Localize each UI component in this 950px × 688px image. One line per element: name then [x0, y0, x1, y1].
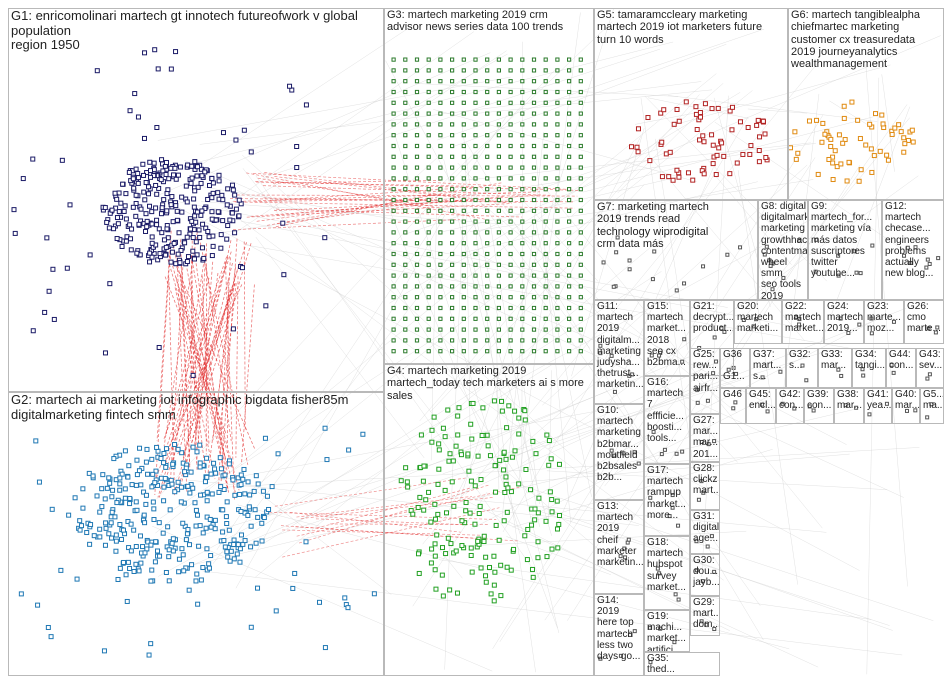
group-box-g24: G24: martech 2019... [824, 300, 864, 344]
group-label: G1: enricomolinari martech gt innotech f… [11, 9, 383, 53]
group-box-g22: G22: martech market... [782, 300, 824, 344]
group-label: G20: martech marketi... [737, 301, 781, 335]
group-box-g14: G14: 2019 here top martech less two days… [594, 594, 644, 676]
group-box-g36: G36 G1... [720, 348, 750, 388]
group-label: G40: mar... [895, 389, 919, 411]
group-label: G7: marketing martech 2019 trends read t… [597, 201, 757, 250]
group-label: G38: mar... [837, 389, 863, 411]
group-label: G43: sev... [919, 349, 943, 371]
group-label: G19: machi... market... artifici... [647, 611, 689, 652]
group-label: G3: martech marketing 2019 crm advisor n… [387, 9, 593, 34]
group-box-g18: G18: martech hubspot survey market... [644, 536, 690, 610]
group-box-g5b: G5... ma... [920, 388, 944, 424]
group-box-g37: G37: mart... s... [750, 348, 786, 388]
group-label: G31: digital age... [693, 511, 719, 545]
group-box-g11: G11: martech 2019 digitalm... marketing … [594, 300, 644, 404]
group-box-g12: G12: martech checase... engineers proble… [882, 200, 944, 300]
group-label: G5... ma... [923, 389, 943, 411]
group-label: G35: thed... [647, 653, 719, 675]
group-label: G44: con... [889, 349, 915, 371]
group-box-g38: G38: mar... [834, 388, 864, 424]
group-label: G41: yea... [867, 389, 891, 411]
group-label: G13: martech 2019 cheif marketer marketi… [597, 501, 643, 568]
group-box-g5: G5: tamaramccleary marketing martech 201… [594, 8, 788, 200]
group-label: G9: martech_for... marketing vía más dat… [811, 201, 881, 279]
group-label: G11: martech 2019 digitalm... marketing … [597, 301, 643, 391]
group-box-g6: G6: martech tangiblealpha chiefmartec ma… [788, 8, 944, 200]
group-box-g33: G33: mar... [818, 348, 852, 388]
group-box-g42: G42: con... [776, 388, 804, 424]
group-label: G29: mart... dom... [693, 597, 719, 631]
group-label: G45: encl... [749, 389, 775, 411]
group-label: G36 G1... [723, 349, 749, 383]
group-box-g35: G35: thed... [644, 652, 720, 676]
group-label: G37: mart... s... [753, 349, 785, 383]
group-box-g26: G26: cmo marte... [904, 300, 944, 344]
group-label: G4: martech marketing 2019 martech_today… [387, 365, 593, 402]
group-box-g46: G46 [720, 388, 746, 424]
group-label: G2: martech ai marketing iot infographic… [11, 393, 383, 422]
group-label: G27: mar... mar... 201... [693, 415, 719, 460]
group-box-g31: G31: digital age... [690, 510, 720, 554]
group-label: G30: dou... jayb... [693, 555, 719, 589]
group-label: G34: tangi... [855, 349, 885, 371]
group-box-g32: G32: s... [786, 348, 818, 388]
group-label: G39: con... [807, 389, 833, 411]
group-box-g7: G7: marketing martech 2019 trends read t… [594, 200, 758, 300]
group-box-g34: G34: tangi... [852, 348, 886, 388]
group-box-g17: G17: martech rampup market... more... [644, 464, 690, 536]
group-box-g8: G8: digital digitalmarketi... marketing … [758, 200, 808, 300]
group-label: G22: martech market... [785, 301, 823, 335]
group-label: G24: martech 2019... [827, 301, 863, 335]
group-label: G21: decrypt... product... [693, 301, 733, 335]
group-label: G15: martech market... 2018 seo cx b2bma… [647, 301, 689, 368]
group-label: G33: mar... [821, 349, 851, 371]
group-box-g3: G3: martech marketing 2019 crm advisor n… [384, 8, 594, 364]
group-box-g15: G15: martech market... 2018 seo cx b2bma… [644, 300, 690, 376]
group-label: G10: martech marketing b2bmar... moutfie… [597, 405, 643, 483]
group-box-g39: G39: con... [804, 388, 834, 424]
group-label: G25: rew... pari... airfr... [693, 349, 719, 394]
group-box-g10: G10: martech marketing b2bmar... moutfie… [594, 404, 644, 500]
group-box-g2: G2: martech ai marketing iot infographic… [8, 392, 384, 676]
group-box-g9: G9: martech_for... marketing vía más dat… [808, 200, 882, 300]
group-box-g20: G20: martech marketi... [734, 300, 782, 344]
group-box-g1: G1: enricomolinari martech gt innotech f… [8, 8, 384, 392]
group-label: G23: marte... moz... [867, 301, 903, 335]
group-label: G17: martech rampup market... more... [647, 465, 689, 521]
group-box-g29: G29: mart... dom... [690, 596, 720, 636]
group-label: G8: digital digitalmarketi... marketing … [761, 201, 807, 300]
group-box-g16: G16: martech 7 effficie... boosti... too… [644, 376, 690, 464]
group-label: G42: con... [779, 389, 803, 411]
group-box-g45: G45: encl... [746, 388, 776, 424]
group-label: G26: cmo marte... [907, 301, 943, 335]
group-box-g44: G44: con... [886, 348, 916, 388]
group-box-g25: G25: rew... pari... airfr... [690, 348, 720, 414]
group-box-g41: G41: yea... [864, 388, 892, 424]
group-box-g28: G28: clickz mart... [690, 462, 720, 510]
group-label: G28: clickz mart... [693, 463, 719, 497]
group-label: G5: tamaramccleary marketing martech 201… [597, 9, 787, 46]
group-box-g13: G13: martech 2019 cheif marketer marketi… [594, 500, 644, 594]
group-label: G32: s... [789, 349, 817, 371]
group-box-g40: G40: mar... [892, 388, 920, 424]
group-label: G18: martech hubspot survey market... [647, 537, 689, 593]
group-box-g19: G19: machi... market... artifici... [644, 610, 690, 652]
group-box-g4: G4: martech marketing 2019 martech_today… [384, 364, 594, 676]
group-label: G46 [723, 389, 745, 400]
group-box-g43: G43: sev... [916, 348, 944, 388]
group-box-g27: G27: mar... mar... 201... [690, 414, 720, 462]
group-box-g23: G23: marte... moz... [864, 300, 904, 344]
group-label: G14: 2019 here top martech less two days… [597, 595, 643, 662]
group-label: G12: martech checase... engineers proble… [885, 201, 943, 279]
group-box-g30: G30: dou... jayb... [690, 554, 720, 596]
group-label: G16: martech 7 effficie... boosti... too… [647, 377, 689, 444]
group-label: G6: martech tangiblealpha chiefmartec ma… [791, 9, 943, 71]
